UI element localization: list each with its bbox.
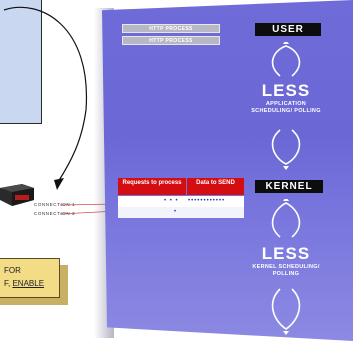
table-row: • • • •••••••••••• [118, 196, 244, 207]
panel-background [102, 0, 353, 341]
cycle-arrows-icon [271, 199, 301, 335]
table-header-data: Data to SEND [187, 178, 244, 195]
queue-table: Requests to process Data to SEND • • • •… [118, 178, 244, 218]
connection-1-label: CONNECTION 1 [34, 202, 76, 207]
less-top-title: LESS [261, 81, 311, 100]
flow-arrow [3, 6, 88, 190]
connection-2-label: CONNECTION 2 [34, 211, 76, 216]
user-label: USER [255, 23, 321, 36]
table-cell: •••••••••••• [188, 198, 226, 204]
note-line-1: FOR [4, 266, 21, 275]
table-header-requests: Requests to process [118, 178, 186, 195]
less-bottom-title: LESS [261, 244, 311, 263]
table-row: • [118, 207, 244, 218]
table-cell: • [174, 209, 178, 215]
note-line-2: F, ENABLE [4, 279, 44, 288]
note-text: F, [4, 279, 13, 288]
table-cell: • • • [164, 198, 179, 204]
network-device-icon [0, 184, 34, 206]
note-enable-link: ENABLE [12, 279, 45, 288]
less-bottom-subtitle: KERNEL SCHEDULING/ POLLING [252, 264, 320, 277]
cycle-arrows-icon [271, 42, 301, 170]
http-process-2: HTTP PROCESS [122, 36, 220, 45]
system-panel: HTTP PROCESS HTTP PROCESS USER KERNEL LE… [88, 0, 353, 341]
process-box [0, 0, 42, 124]
less-top-subtitle: APPLICATION SCHEDULING/ POLLING [251, 101, 321, 114]
arrowhead-icon [54, 178, 64, 190]
http-process-1: HTTP PROCESS [122, 24, 220, 33]
kernel-label: KERNEL [255, 180, 323, 193]
note-box: FOR F, ENABLE [0, 258, 60, 298]
